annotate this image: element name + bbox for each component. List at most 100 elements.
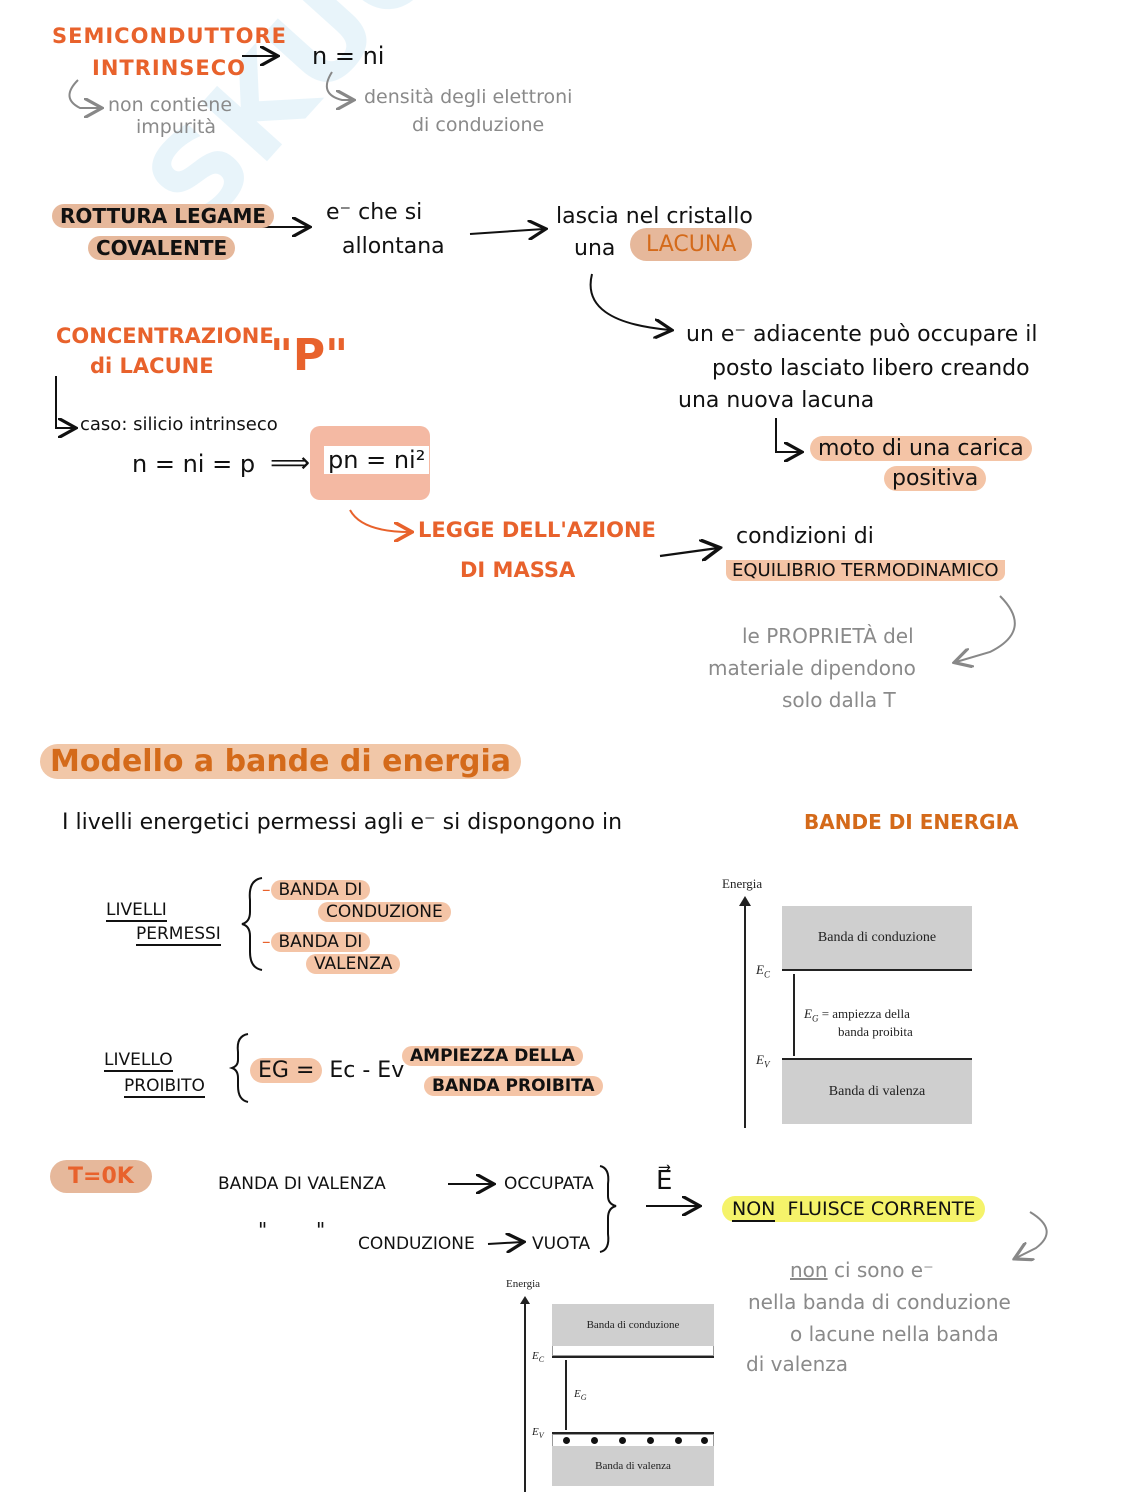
s3-title1: CONCENTRAZIONE — [56, 324, 274, 348]
s5-note1: non ci sono e⁻ — [790, 1258, 934, 1282]
fig1-eg-text2: banda proibita — [838, 1024, 913, 1039]
fig1-axis-arrow — [739, 896, 751, 906]
electron — [619, 1437, 626, 1444]
s2-nuova: una nuova lacuna — [678, 388, 875, 413]
electron — [647, 1437, 654, 1444]
energy-band-diagram-2: Energia Banda di conduzione EC EG EV Ban… — [502, 1274, 722, 1496]
s5-efield: E⃗ — [656, 1166, 673, 1196]
s1-note1b: impurità — [136, 116, 217, 138]
s5-ditto1: " — [258, 1218, 268, 1242]
s1-note1a: non contiene — [108, 94, 233, 116]
electron — [563, 1437, 570, 1444]
s3-prop1: le PROPRIETÀ del — [742, 624, 914, 648]
s3-title2: di LACUNE — [90, 354, 214, 378]
s4-bc2: CONDUZIONE — [318, 902, 451, 922]
electron — [675, 1437, 682, 1444]
fig2-ev: EV — [532, 1426, 544, 1441]
s2-allontana: allontana — [342, 234, 445, 259]
arrow-note2 — [325, 71, 352, 100]
s2-una: una — [574, 236, 616, 261]
brace-proibito — [228, 1033, 249, 1103]
s5-note4: di valenza — [746, 1352, 848, 1376]
fig2-energia: Energia — [506, 1278, 541, 1290]
s4-eg: EG = Ec - Ev — [250, 1058, 404, 1083]
fig2-cond-empty — [552, 1346, 714, 1356]
energy-band-diagram-1: Energia Banda di conduzione EC EG = ampi… — [716, 870, 986, 1132]
s3-pn: pn = ni² — [324, 446, 430, 474]
s4-amp1: AMPIEZZA DELLA — [402, 1046, 583, 1066]
electron — [701, 1437, 708, 1444]
fig1-ec: EC — [756, 962, 770, 980]
fig1-ev-line — [782, 1058, 972, 1060]
arrow-non — [1016, 1211, 1048, 1258]
s5-t0: T=0K — [50, 1160, 152, 1193]
s4-bv2: VALENZA — [306, 954, 401, 974]
s5-row1a: BANDA DI VALENZA — [218, 1174, 386, 1194]
fig1-axis — [744, 900, 746, 1128]
brace-t0 — [599, 1165, 617, 1253]
s1-note2a: densità degli elettroni — [364, 86, 573, 108]
fig2-ev-line — [552, 1432, 714, 1434]
s4-lv1: LIVELLO — [104, 1050, 173, 1072]
s2-rottura: ROTTURA LEGAME — [52, 204, 275, 228]
s2-posto: posto lasciato libero creando — [712, 356, 1030, 381]
s5-non-fluisce: NON FLUISCE CORRENTE — [722, 1196, 986, 1222]
fig2-val-band: Banda di valenza — [552, 1446, 714, 1486]
fig2-axis — [524, 1300, 526, 1492]
s5-row2a: CONDUZIONE — [358, 1234, 475, 1254]
fig1-energia: Energia — [722, 876, 763, 891]
fig1-ev: EV — [756, 1052, 770, 1070]
s4-bv1: –BANDA DI — [262, 932, 371, 952]
s4-lp1: LIVELLI — [106, 900, 167, 922]
s2-moto: moto di una carica — [810, 436, 1032, 461]
fig1-cond-band: Banda di conduzione — [782, 906, 972, 970]
s1-note2b: di conduzione — [412, 114, 545, 136]
arrow-allontana — [469, 229, 544, 234]
arrow-caso — [55, 376, 74, 428]
s5-ditto2: " — [316, 1218, 326, 1242]
s4-heading: Modello a bande di energia — [40, 744, 521, 779]
s3-eq: n = ni = p — [132, 450, 256, 478]
s3-prop3: solo dalla T — [782, 688, 896, 712]
arrow-legge — [349, 509, 410, 532]
fig2-eg-arrow — [565, 1360, 567, 1430]
brace-livelli — [241, 877, 263, 971]
s5-row2b: VUOTA — [532, 1234, 591, 1254]
arrow-lacuna — [589, 273, 670, 330]
s4-amp2: BANDA PROIBITA — [424, 1076, 603, 1096]
arrow-condizioni — [659, 548, 718, 556]
s1-formula: n = ni — [312, 42, 385, 70]
s3-prop2: materiale dipendono — [708, 656, 916, 680]
s5-note3: o lacune nella banda — [790, 1322, 999, 1346]
s1-title1: SEMICONDUTTORE — [52, 24, 288, 48]
s4-lv2: PROIBITO — [124, 1076, 205, 1098]
fig2-axis-arrow — [520, 1296, 530, 1304]
s3-cond1: condizioni di — [736, 524, 874, 549]
s2-lacuna-badge: LACUNA — [630, 228, 753, 261]
s4-lp2: PERMESSI — [136, 924, 221, 946]
s2-lascia: lascia nel cristallo — [556, 204, 753, 229]
fig1-eg: EG = ampiezza della — [804, 1006, 910, 1024]
s2-covalente: COVALENTE — [88, 236, 236, 260]
s2-adiacente: un e⁻ adiacente può occupare il — [686, 322, 1038, 347]
s2-positiva: positiva — [884, 466, 987, 491]
s3-caso: caso: silicio intrinseco — [80, 414, 278, 435]
s1-title2: INTRINSECO — [92, 56, 247, 80]
s3-p: "P" — [270, 330, 349, 381]
s4-sentence-hl: BANDE DI ENERGIA — [804, 810, 1019, 834]
s2-e-che-si: e⁻ che si — [326, 200, 423, 225]
arrow-note1 — [68, 79, 100, 108]
fig2-cond-band: Banda di conduzione — [552, 1304, 714, 1346]
fig2-electron-row — [552, 1434, 714, 1446]
fig1-eg-arrow — [793, 974, 795, 1056]
fig1-val-band: Banda di valenza — [782, 1060, 972, 1124]
s3-implies: ⟹ — [270, 446, 311, 479]
s3-cond2: EQUILIBRIO TERMODINAMICO — [726, 560, 1005, 581]
arrow-vuota — [487, 1242, 522, 1244]
s5-row1b: OCCUPATA — [504, 1174, 594, 1194]
fig1-ec-line — [782, 969, 972, 971]
fig2-ec: EC — [532, 1350, 545, 1365]
s4-sentence: I livelli energetici permessi agli e⁻ si… — [62, 810, 623, 835]
arrow-moto — [775, 418, 800, 452]
